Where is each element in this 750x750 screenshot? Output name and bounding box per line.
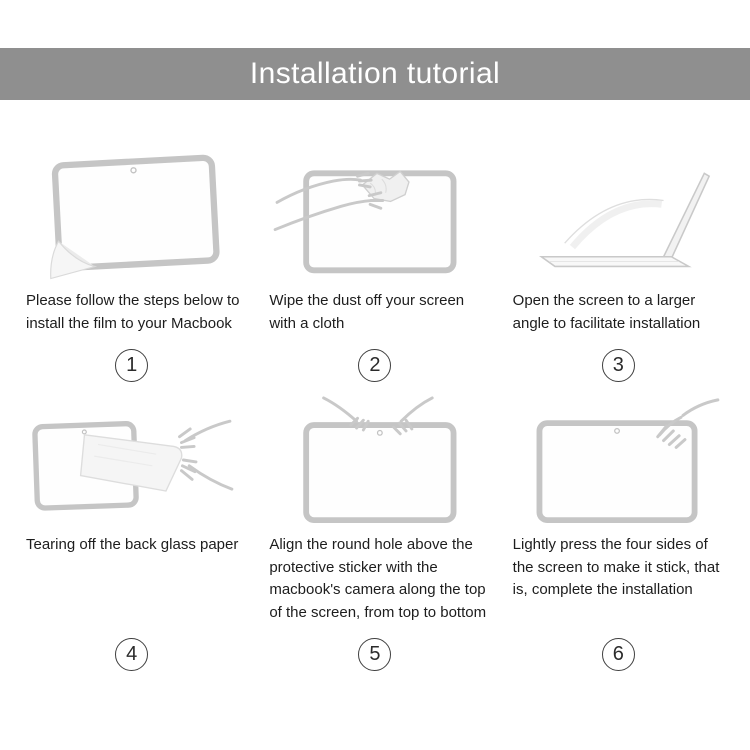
open-laptop-illustration bbox=[539, 172, 711, 268]
step-2-illustration-wrap bbox=[261, 152, 488, 280]
step-3-illustration-wrap bbox=[505, 152, 732, 280]
wipe-cloth-illustration bbox=[273, 170, 457, 274]
step-2-number-row: 2 bbox=[261, 335, 488, 382]
step-6: Lightly press the four sides of the scre… bbox=[505, 396, 732, 671]
tear-back-paper-illustration bbox=[31, 419, 233, 511]
step-3: Open the screen to a larger angle to fac… bbox=[505, 152, 732, 382]
step-4-caption: Tearing off the back glass paper bbox=[26, 536, 239, 553]
film-peel-illustration bbox=[49, 154, 220, 280]
step-2-caption: Wipe the dust off your screen with a clo… bbox=[269, 292, 465, 332]
step-3-caption: Open the screen to a larger angle to fac… bbox=[512, 292, 701, 332]
step-6-number-badge: 6 bbox=[601, 638, 635, 671]
step-4: Tearing off the back glass paper 4 bbox=[18, 396, 245, 671]
step-5-number-badge: 5 bbox=[358, 638, 392, 671]
align-film-illustration bbox=[303, 396, 457, 524]
step-2: Wipe the dust off your screen with a clo… bbox=[261, 152, 488, 382]
step-1-caption: Please follow the steps below to install… bbox=[26, 292, 240, 332]
step-1-number-row: 1 bbox=[18, 335, 245, 382]
step-5: Align the round hole above the protectiv… bbox=[261, 396, 488, 671]
step-5-caption: Align the round hole above the protectiv… bbox=[269, 536, 487, 621]
steps-grid: Please follow the steps below to install… bbox=[0, 100, 750, 671]
step-6-number-row: 6 bbox=[505, 624, 732, 671]
step-4-illustration-wrap bbox=[18, 396, 245, 524]
step-4-number-row: 4 bbox=[18, 624, 245, 671]
step-1-number-badge: 1 bbox=[115, 349, 149, 382]
step-6-illustration-wrap bbox=[505, 396, 732, 524]
step-1: Please follow the steps below to install… bbox=[18, 152, 245, 382]
step-5-illustration-wrap bbox=[261, 396, 488, 524]
step-4-number-badge: 4 bbox=[115, 638, 149, 671]
step-2-number-badge: 2 bbox=[358, 349, 392, 382]
step-1-illustration-wrap bbox=[18, 152, 245, 280]
step-5-number-row: 5 bbox=[261, 624, 488, 671]
header-banner: Installation tutorial bbox=[0, 48, 750, 100]
page-title: Installation tutorial bbox=[249, 57, 501, 90]
step-3-number-badge: 3 bbox=[601, 349, 635, 382]
press-sides-illustration bbox=[536, 398, 720, 524]
step-3-number-row: 3 bbox=[505, 335, 732, 382]
step-6-caption: Lightly press the four sides of the scre… bbox=[512, 536, 720, 598]
